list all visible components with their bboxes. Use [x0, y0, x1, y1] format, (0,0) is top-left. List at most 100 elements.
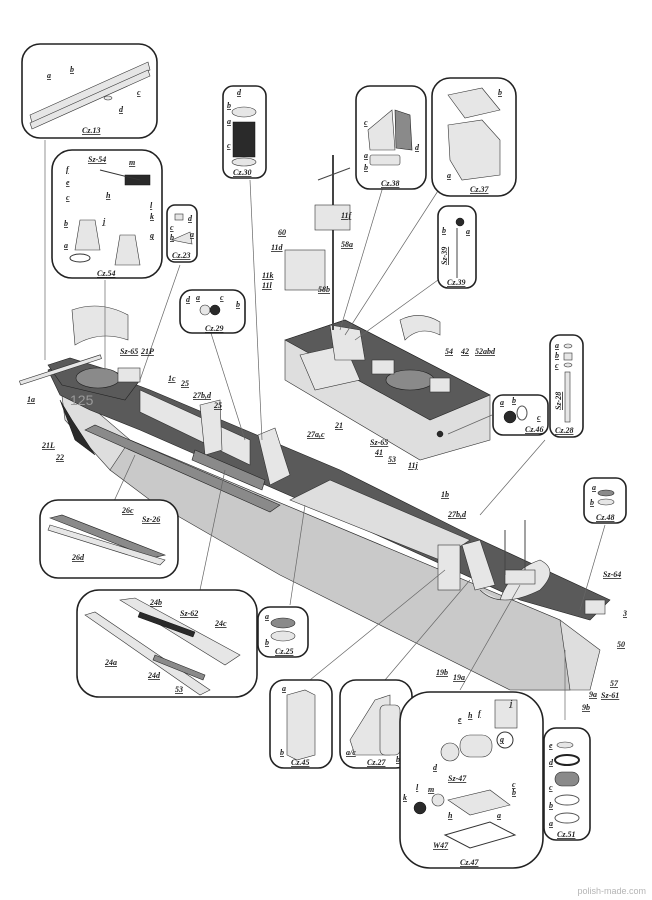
inset-caption: Cz.48	[596, 513, 614, 522]
callout-52abd: 52abd	[475, 347, 496, 356]
callout-9a: 9a	[589, 690, 597, 699]
leader-cz45	[309, 569, 446, 681]
inset-cz37: b a Cz.37	[431, 77, 517, 197]
callout-25b: 25	[213, 401, 222, 410]
watermark: polish-made.com	[577, 886, 646, 896]
callout-11d: 11d	[271, 243, 284, 252]
part-label: a/c	[346, 748, 356, 757]
inset-caption: Cz.51	[557, 830, 575, 839]
ready-locker	[371, 359, 395, 375]
locker-door	[379, 704, 401, 756]
part-label: b	[549, 801, 553, 810]
rail-part-d	[103, 95, 113, 101]
callout-60: 60	[278, 228, 286, 237]
hull-number: 125	[70, 392, 94, 408]
inset-cz13: a b c d Cz.13	[21, 43, 158, 139]
bow-gun-shield	[71, 305, 129, 346]
winch-base-w47	[443, 821, 517, 849]
inset-cz51: e d c b a Cz.51	[543, 727, 591, 841]
hatch-ring-d	[554, 754, 580, 766]
gun-mount-cone	[114, 234, 141, 266]
part-label: c	[512, 780, 516, 789]
inset-cz45: a b Cz.45	[269, 679, 333, 769]
part-label: Sz-62	[180, 609, 198, 618]
inset-frame	[399, 691, 544, 869]
callout-1b: 1b	[441, 490, 449, 499]
hatch-body-c	[554, 771, 580, 787]
post-part	[563, 343, 573, 349]
leader-cz25	[289, 504, 306, 606]
part-label: b	[498, 88, 502, 97]
drum-flange	[440, 742, 460, 762]
callout-1c: 1c	[168, 374, 176, 383]
gun-pedestal-part	[74, 219, 101, 251]
stern-equipment	[437, 520, 606, 615]
part-label: g	[499, 735, 504, 744]
part-label: a	[549, 819, 553, 828]
drum-flange	[496, 731, 514, 749]
callout-58b: 58b	[318, 285, 330, 294]
callout-54: 54	[445, 347, 453, 356]
callout-21P: 21P	[140, 347, 154, 356]
inset-cz39: b a Sz-39 Cz.39	[437, 205, 477, 289]
part-label: j	[101, 217, 106, 226]
inset-26: 26c Sz-26 26d	[39, 499, 179, 579]
inset-caption: Cz.27	[367, 758, 386, 767]
part-label: 24a	[104, 658, 117, 667]
locker-27ac	[257, 427, 291, 486]
motor-cabinet-j	[494, 699, 518, 729]
leader-cz39	[354, 279, 439, 341]
cylinder-cap	[231, 106, 257, 118]
callout-21L: 21L	[41, 441, 55, 450]
ring-part	[270, 617, 296, 629]
part-label: e	[458, 715, 462, 724]
cabinet-19b	[437, 544, 461, 591]
inset-cz54: Sz-54 m f e c h j b a l k g Cz.54	[51, 149, 163, 279]
leader-cz37	[344, 179, 446, 336]
part-label: c	[170, 223, 174, 232]
radar-plate-11f	[314, 204, 351, 231]
part-label: a	[190, 230, 194, 239]
callout-21: 21	[334, 421, 343, 430]
fitting-part	[174, 213, 184, 221]
winch-52	[429, 377, 451, 393]
box-body	[447, 119, 501, 181]
inset-caption: Cz.23	[172, 251, 190, 260]
callout-41: 41	[374, 448, 383, 457]
part-label: c	[227, 141, 231, 150]
part-label: m	[428, 785, 434, 794]
callout-11j: 11j	[408, 461, 419, 470]
part-label: 24b	[149, 598, 162, 607]
part-label: c	[66, 193, 70, 202]
wheel-part	[503, 410, 517, 424]
hatch-cover-a	[554, 812, 580, 824]
part-label: Sz-47	[448, 774, 467, 783]
part-label: a	[592, 483, 596, 492]
part-label: a	[555, 341, 559, 350]
part-label: b	[280, 748, 284, 757]
ventilator-base	[369, 154, 401, 166]
drum-part	[209, 304, 221, 316]
part-label: a	[497, 811, 501, 820]
post-rod	[564, 371, 571, 423]
inset-frame	[492, 394, 549, 436]
part-label: 26d	[71, 553, 85, 562]
gun-barrel	[99, 169, 141, 181]
vent-grille-24d	[191, 449, 266, 491]
part-label: b	[236, 300, 240, 309]
inset-cz28: a b c Sz-28 Cz.28	[549, 334, 584, 438]
callout-19b: 19b	[436, 668, 448, 677]
callout-1a: 1a	[27, 395, 35, 404]
callout-57: 57	[610, 679, 619, 688]
part-label: a	[47, 71, 51, 80]
callout-25a: 25	[180, 379, 189, 388]
inset-caption: Cz.37	[470, 185, 489, 194]
drum-l	[431, 793, 445, 807]
part-label: c	[555, 361, 559, 370]
callout-53a: 53	[388, 455, 396, 464]
part-label: a	[466, 227, 470, 236]
inset-caption: Cz.47	[460, 858, 479, 867]
callout-3: 3	[622, 609, 627, 618]
part-label: a	[447, 171, 451, 180]
inset-caption: Cz.30	[233, 168, 251, 177]
